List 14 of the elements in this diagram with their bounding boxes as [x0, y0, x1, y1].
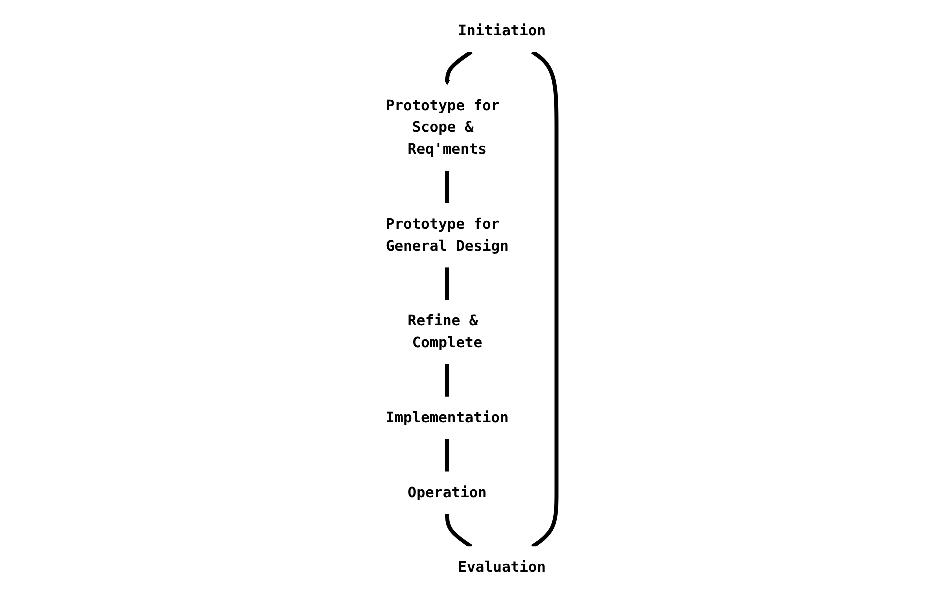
node-text: Operation: [408, 484, 487, 502]
connector: [531, 50, 559, 549]
connector: [445, 514, 473, 549]
connector: [445, 438, 450, 472]
connector: [445, 170, 450, 204]
node-text: Prototype for Scope & Req'ments: [386, 98, 500, 158]
node-text: Refine & Complete: [408, 313, 482, 352]
node-text: Prototype for General Design: [386, 216, 509, 255]
node-text: Initiation: [458, 22, 546, 40]
node-text: Implementation: [386, 410, 509, 426]
connector: [445, 364, 450, 398]
connector: [445, 267, 450, 300]
arrow: [444, 50, 473, 86]
node-text: Evaluation: [458, 560, 546, 576]
